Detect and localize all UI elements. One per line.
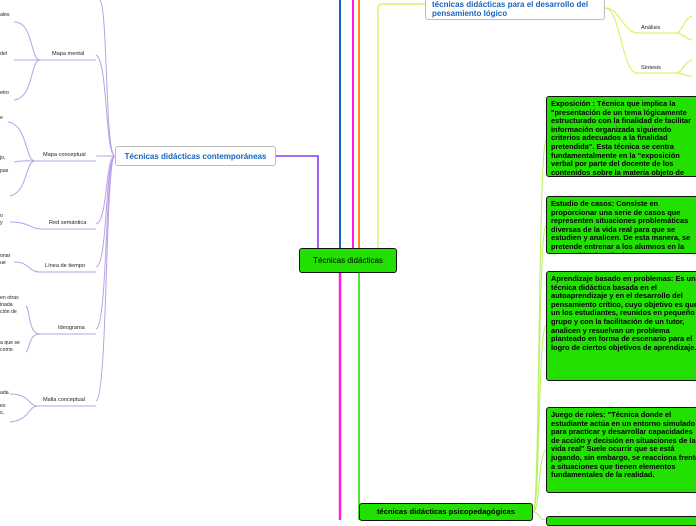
fragment-text: inada bbox=[0, 302, 13, 308]
fragment-text: ales bbox=[0, 12, 10, 18]
central-topic-label: Técnicas didácticas bbox=[313, 256, 383, 265]
subtopic-linea-de-tiempo[interactable]: Línea de tiempo bbox=[45, 263, 86, 269]
fragment-text: e bbox=[0, 115, 3, 121]
topic-psychopedagogical-label: técnicas didácticas psicopedagógicas bbox=[376, 506, 515, 516]
topic-contemporary[interactable]: Técnicas didácticas contemporáneas bbox=[115, 146, 276, 166]
technique-aprendizaje-basado-en-problemas[interactable]: Aprendizaje basado en problemas: Es una … bbox=[546, 271, 696, 381]
subtopic-malla-conceptual[interactable]: Malla conceptual bbox=[43, 397, 85, 403]
fragment-text: pas bbox=[0, 168, 9, 174]
fragment-text: a que se bbox=[0, 340, 20, 346]
fragment-text: o bbox=[0, 213, 3, 219]
fragment-text: del bbox=[0, 51, 7, 57]
fragment-text: onar bbox=[0, 253, 11, 259]
technique-box-clipped[interactable] bbox=[546, 516, 696, 526]
topic-psychopedagogical[interactable]: técnicas didácticas psicopedagógicas bbox=[359, 503, 533, 521]
subtopic-sintesis[interactable]: Síntesis bbox=[641, 65, 661, 71]
topic-logical[interactable]: técnicas didácticas para el desarrollo d… bbox=[425, 0, 605, 20]
fragment-text: es bbox=[0, 403, 6, 409]
subtopic-red-semantica[interactable]: Red semántica bbox=[49, 220, 87, 226]
fragment-text: jo, bbox=[0, 155, 6, 161]
fragment-text: como bbox=[0, 347, 13, 353]
fragment-text: ue bbox=[0, 260, 6, 266]
topic-contemporary-label: Técnicas didácticas contemporáneas bbox=[124, 151, 267, 161]
topic-logical-label: técnicas didácticas para el desarrollo d… bbox=[432, 0, 589, 18]
technique-juego-de-roles[interactable]: Juego de roles: "Técnica donde el estudi… bbox=[546, 407, 696, 493]
fragment-text: s, bbox=[0, 410, 5, 416]
subtopic-mapa-mental[interactable]: Mapa mental bbox=[52, 51, 85, 57]
subtopic-analisis[interactable]: Análisis bbox=[641, 25, 661, 31]
fragment-text: ada bbox=[0, 390, 9, 396]
technique-exposicion[interactable]: Exposición : Técnica que implica la "pre… bbox=[546, 96, 696, 177]
subtopic-mapa-conceptual[interactable]: Mapa conceptual bbox=[43, 152, 86, 158]
fragment-text: y bbox=[0, 220, 3, 226]
central-topic[interactable]: Técnicas didácticas bbox=[299, 248, 397, 273]
fragment-text: etro bbox=[0, 90, 9, 96]
subtopic-ideograma[interactable]: Ideograma bbox=[58, 325, 85, 331]
technique-estudio-de-casos[interactable]: Estudio de casos: Consiste en proporcion… bbox=[546, 196, 696, 254]
fragment-text: en otras bbox=[0, 295, 19, 301]
fragment-text: ción de bbox=[0, 309, 17, 315]
